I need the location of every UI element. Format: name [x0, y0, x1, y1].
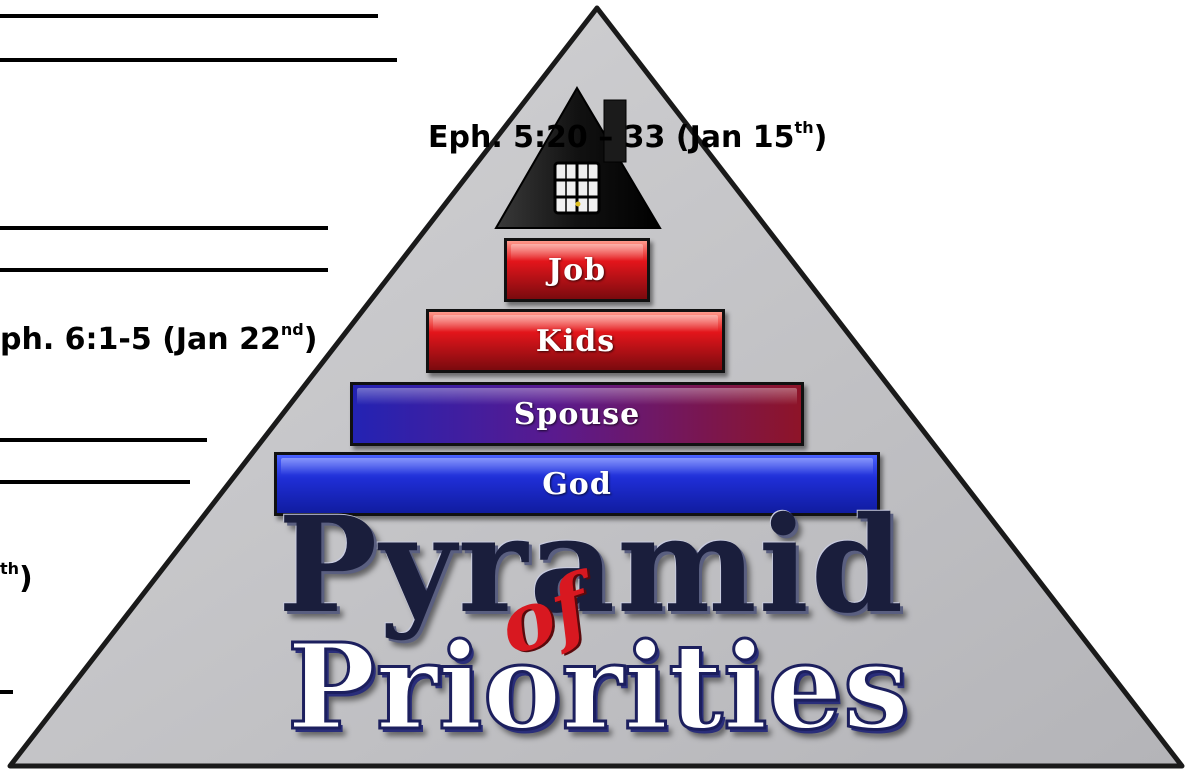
blank-line-2 [0, 58, 397, 62]
reference-3-sup: th [0, 559, 20, 578]
level-job-label: Job [547, 252, 607, 288]
reference-2-sup: nd [280, 320, 304, 339]
level-kids: Kids [426, 309, 725, 373]
reference-1-sup: th [794, 118, 814, 137]
reference-2-text: ph. 6:1-5 (Jan 22 [0, 322, 281, 357]
reference-1-text: Eph. 5:20 – 33 (Jan 15 [428, 120, 795, 155]
blank-line-7 [0, 690, 13, 694]
reference-3: th) [0, 561, 33, 594]
title-pyramid: Pyramid [278, 488, 906, 643]
blank-line-4 [0, 268, 328, 272]
reference-2-end: ) [303, 322, 318, 357]
level-god: God [274, 452, 880, 516]
reference-1-end: ) [813, 120, 828, 155]
level-job: Job [504, 238, 650, 302]
blank-line-5 [0, 438, 207, 442]
reference-1: Eph. 5:20 – 33 (Jan 15th) [428, 120, 827, 153]
level-spouse: Spouse [350, 382, 804, 446]
blank-line-1 [0, 14, 378, 18]
house-icon [494, 86, 662, 229]
title-priorities: Priorities [285, 617, 910, 756]
blank-line-6 [0, 480, 190, 484]
level-spouse-label: Spouse [513, 396, 641, 432]
reference-3-end: ) [19, 561, 33, 596]
blank-line-3 [0, 226, 328, 230]
reference-2: ph. 6:1-5 (Jan 22nd) [0, 322, 317, 355]
level-kids-label: Kids [535, 323, 616, 359]
